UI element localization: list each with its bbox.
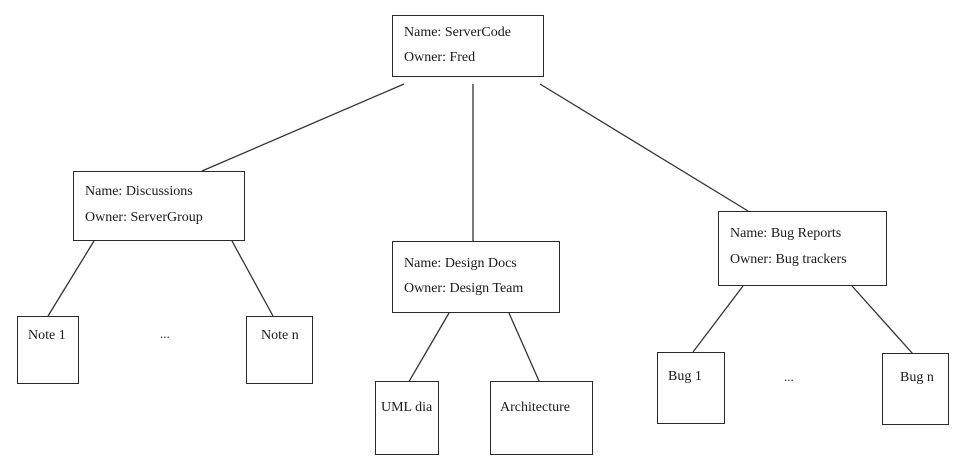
node-name: Name: Discussions (85, 184, 193, 199)
leaf-label: Note 1 (28, 328, 66, 343)
leaf-bug-1: Bug 1 (657, 352, 725, 424)
node-owner: Owner: Fred (404, 50, 476, 65)
leaf-bug-n: Bug n (882, 353, 949, 425)
edge-bugs-bug1 (692, 285, 744, 353)
leaf-label: Bug 1 (668, 369, 702, 384)
ellipsis-bugs: ... (784, 369, 794, 384)
node-name: Name: Design Docs (404, 256, 517, 271)
node-servercode: Name: ServerCode Owner: Fred (392, 15, 544, 77)
leaf-uml-dia: UML dia (375, 381, 439, 455)
leaf-architecture: Architecture (490, 381, 593, 455)
node-name: Name: Bug Reports (730, 226, 842, 241)
node-name: Name: ServerCode (404, 25, 511, 40)
ellipsis-notes: ... (160, 326, 170, 341)
node-owner: Owner: Design Team (404, 281, 524, 296)
edge-bugs-bugn (851, 285, 914, 355)
leaf-label: UML dia (381, 400, 433, 415)
node-owner: Owner: Bug trackers (730, 252, 847, 267)
edge-root-bug-reports (539, 83, 749, 212)
node-owner: Owner: ServerGroup (85, 210, 203, 225)
edge-design-architecture (508, 312, 540, 382)
node-bug-reports: Name: Bug Reports Owner: Bug trackers (718, 211, 887, 286)
leaf-label: Note n (261, 328, 299, 343)
leaf-label: Bug n (900, 370, 934, 385)
edge-root-discussions (201, 83, 405, 172)
leaf-note-n: Note n (246, 316, 313, 384)
node-discussions: Name: Discussions Owner: ServerGroup (73, 171, 245, 241)
edge-design-uml (406, 312, 450, 386)
edge-discussions-note1 (47, 240, 95, 317)
node-design-docs: Name: Design Docs Owner: Design Team (392, 241, 560, 313)
edge-discussions-noten (231, 240, 274, 317)
leaf-note-1: Note 1 (17, 316, 79, 384)
leaf-label: Architecture (500, 400, 570, 415)
